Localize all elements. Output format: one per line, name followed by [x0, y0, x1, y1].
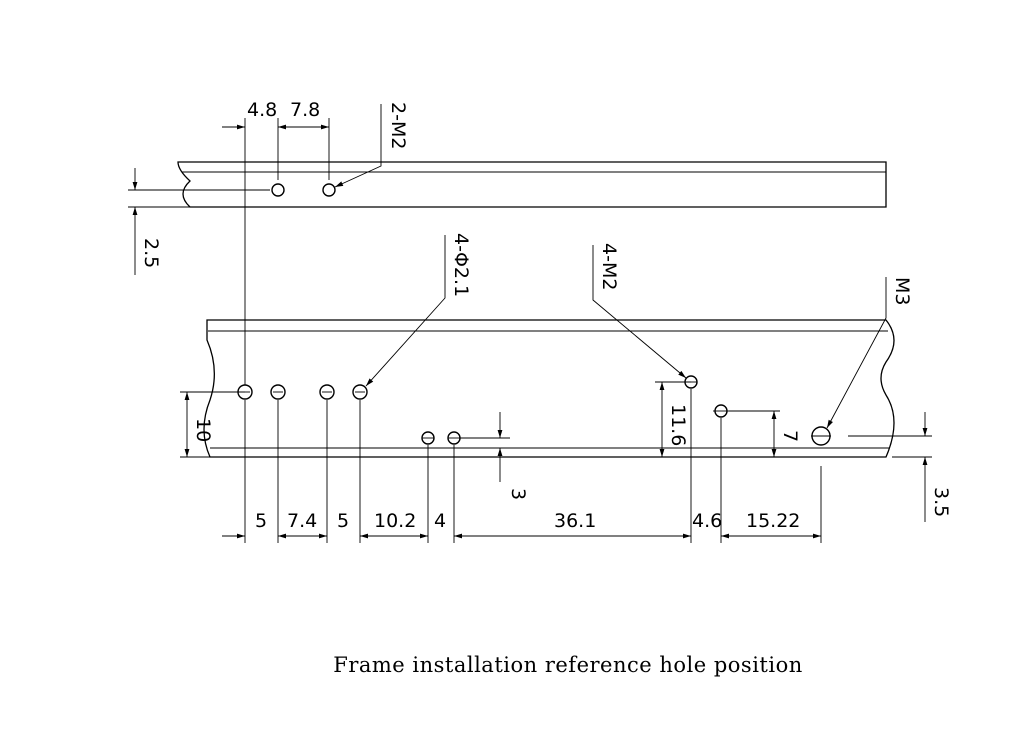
dim-36-1: 36.1: [554, 510, 596, 532]
callout-m3: M3: [891, 277, 913, 305]
dim-7-8: 7.8: [290, 99, 320, 121]
dim-small-3: 3: [460, 412, 529, 500]
dim-5-b: 5: [337, 510, 349, 532]
bottom-dimension-row: 5 7.4 5 10.2 4 36.1 4.6 15.22: [222, 510, 821, 539]
dim-4-6: 4.6: [692, 510, 722, 532]
dim-15-22: 15.22: [746, 510, 800, 532]
top-hole-2: [322, 183, 336, 197]
top-rail: [177, 161, 887, 208]
dim-7: 7: [779, 430, 801, 442]
callouts: 4-Φ2.1 4-M2 M3: [365, 233, 913, 429]
dim-2-5: 2.5: [140, 238, 162, 268]
callout-2-m2: 2-M2: [387, 102, 409, 149]
dim-7-4: 7.4: [287, 510, 317, 532]
dim-3-5: 3.5: [930, 487, 952, 517]
dim-3: 3: [507, 488, 529, 500]
figure-caption: Frame installation reference hole positi…: [333, 653, 803, 677]
dim-11-6-group: 11.6: [655, 381, 691, 457]
callout-4-m2: 4-M2: [598, 243, 620, 290]
callout-4-phi2-1: 4-Φ2.1: [450, 233, 472, 297]
dim-10-2: 10.2: [374, 510, 416, 532]
dim-right-3-5: 3.5: [848, 412, 952, 522]
dim-4-8: 4.8: [247, 99, 277, 121]
bottom-rail: [203, 319, 895, 458]
dim-4: 4: [434, 510, 446, 532]
extension-lines: [244, 389, 822, 543]
dim-11-6: 11.6: [667, 404, 689, 446]
dim-5-a: 5: [255, 510, 267, 532]
dim-10: 10: [192, 418, 214, 442]
top-dimensions: 4.8 7.8 2-M2 2.5: [128, 99, 409, 390]
top-hole-1: [271, 183, 285, 197]
dim-left-10: 10: [180, 391, 245, 458]
dim-7-group: 7: [729, 410, 801, 457]
